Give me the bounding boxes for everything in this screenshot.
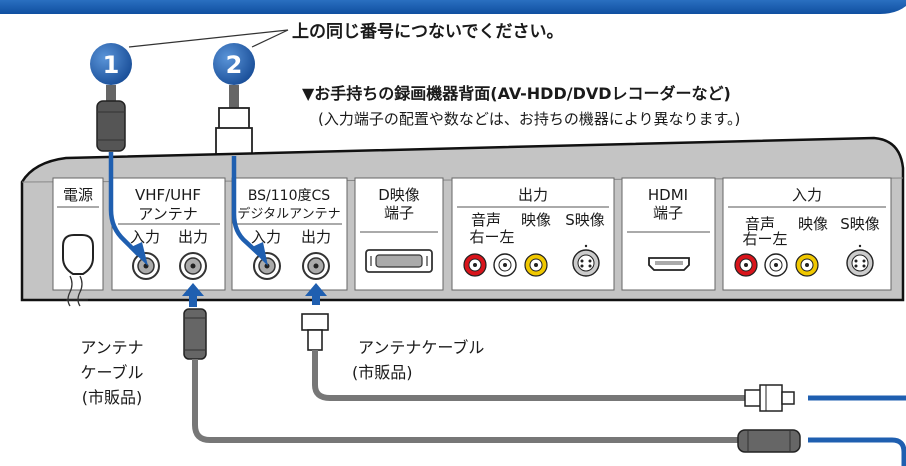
panel-input: 入力 音声 映像 S映像 右ー左 [722, 177, 892, 291]
svg-text:映像: 映像 [521, 211, 551, 229]
bs-out-jack [302, 252, 330, 280]
top-banner [0, 0, 906, 14]
rca-out-white [493, 253, 517, 277]
device-heading: ▼お手持ちの録画機器背面(AV-HDD/DVDレコーダーなど) [302, 84, 731, 103]
marker-1: 1 [90, 43, 132, 85]
vhf-in-jack [132, 252, 160, 280]
bs-in-jack [253, 252, 281, 280]
leader-line-1 [128, 29, 289, 48]
panel-hdmi: HDMI 端子 [621, 177, 716, 291]
svg-text:端子: 端子 [384, 204, 414, 222]
svg-text:VHF/UHF: VHF/UHF [135, 186, 201, 204]
svg-text:端子: 端子 [653, 204, 683, 222]
svideo-out-jack [572, 244, 600, 277]
d-terminal-icon [365, 249, 433, 273]
connection-note: 上の同じ番号につないでください。 [292, 22, 564, 42]
svg-text:音声: 音声 [745, 215, 775, 233]
rca-out-red [463, 253, 487, 277]
svg-text:映像: 映像 [798, 215, 828, 233]
cable-plug-2 [215, 85, 253, 156]
svg-text:S映像: S映像 [840, 215, 880, 233]
power-socket-icon [62, 234, 94, 275]
up-arrow-bs [305, 283, 327, 305]
cable-left-label-1: アンテナ [80, 338, 143, 357]
cable-path-2 [231, 156, 261, 256]
rca-out-yellow [524, 253, 548, 277]
rca-in-red [734, 253, 758, 277]
cable-left-label-3: (市販品) [82, 388, 143, 407]
arrow-2 [250, 242, 268, 266]
cable-right-label-2: (市販品) [352, 363, 413, 382]
antenna-cable-left [183, 308, 740, 443]
svg-text:2: 2 [226, 51, 243, 79]
leader-line-2 [251, 29, 289, 48]
marker-2: 2 [213, 43, 255, 85]
cable-path-1 [108, 152, 140, 256]
svg-text:HDMI: HDMI [648, 186, 688, 204]
svg-text:D映像: D映像 [378, 186, 420, 204]
svideo-in-jack [846, 244, 874, 277]
svg-text:電源: 電源 [63, 186, 93, 204]
svg-text:出力: 出力 [301, 228, 331, 246]
rca-in-yellow [795, 253, 819, 277]
panel-bs-cs: BS/110度CS デジタルアンテナ 入力 出力 [231, 177, 348, 291]
svg-text:入力: 入力 [792, 186, 822, 204]
svg-text:右ー左: 右ー左 [469, 228, 514, 246]
svg-text:音声: 音声 [471, 211, 501, 229]
device-subheading: (入力端子の配置や数などは、お持ちの機器により異なります。) [318, 110, 740, 128]
svg-text:出力: 出力 [178, 228, 208, 246]
right-plug-lower [737, 429, 906, 466]
cable-plug-1 [96, 85, 126, 152]
vhf-out-jack [179, 252, 207, 280]
svg-text:デジタルアンテナ: デジタルアンテナ [237, 206, 340, 222]
panel-power: 電源 [52, 177, 104, 307]
panel-output: 出力 音声 映像 S映像 右ー左 [451, 177, 615, 291]
svg-text:アンテナ: アンテナ [138, 205, 197, 223]
up-arrow-vhf [182, 283, 204, 307]
cable-left-label-2: ケーブル [80, 363, 143, 382]
svg-text:入力: 入力 [251, 228, 281, 246]
rca-in-white [764, 253, 788, 277]
svg-text:1: 1 [103, 51, 120, 79]
svg-text:入力: 入力 [130, 228, 160, 246]
cable-right-label-1: アンテナケーブル [358, 338, 484, 357]
panel-d-video: D映像 端子 [354, 177, 444, 291]
panel-vhf-uhf: VHF/UHF アンテナ 入力 出力 [111, 177, 226, 291]
svg-text:出力: 出力 [518, 186, 548, 204]
arrow-1 [129, 242, 148, 266]
antenna-cable-right [301, 313, 745, 401]
svg-text:S映像: S映像 [565, 211, 605, 229]
right-plug-upper [744, 384, 906, 412]
svg-text:右ー左: 右ー左 [742, 230, 787, 248]
svg-text:BS/110度CS: BS/110度CS [248, 188, 330, 204]
